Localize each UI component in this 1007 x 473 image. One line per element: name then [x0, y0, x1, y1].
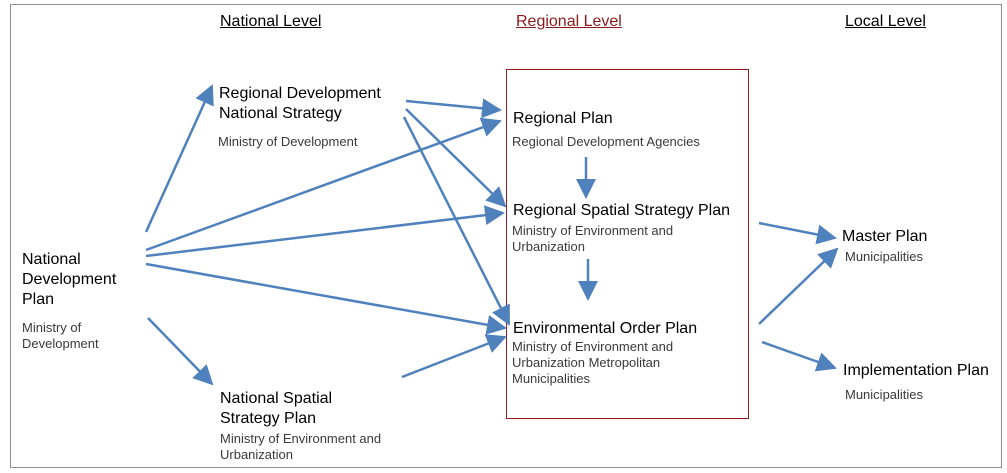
arrow-eop-to-implementation-plan	[761, 340, 837, 372]
arrow-ndp-to-regional-plan	[145, 117, 502, 252]
implementation-plan-title: Implementation Plan	[843, 362, 989, 379]
arrow-ndp-to-rssp	[145, 205, 505, 258]
regional-development-national-strategy-title: Regional Development National Strategy	[219, 85, 381, 122]
master-plan-title: Master Plan	[842, 228, 928, 245]
regional-development-national-strategy-sub: Ministry of Development	[218, 134, 358, 149]
arrow-ndp-to-nssp	[147, 317, 214, 386]
master-plan-sub: Municipalities	[845, 249, 924, 264]
national-spatial-strategy-plan-sub: Ministry of Environment and Urbanization	[220, 431, 382, 462]
regional-spatial-strategy-plan-title: Regional Spatial Strategy Plan	[513, 202, 731, 219]
arrow-rdns-to-eop	[402, 116, 511, 326]
diagram-frame	[10, 4, 1002, 468]
national-development-plan-title: National Development Plan	[22, 251, 117, 308]
heading-national-level: National Level	[220, 13, 322, 30]
arrow-rssp-to-master-plan	[758, 221, 837, 245]
environmental-order-plan-title: Environmental Order Plan	[513, 320, 698, 337]
environmental-order-plan-sub: Ministry of Environment and Urbanization…	[512, 339, 674, 386]
regional-plan-title: Regional Plan	[513, 110, 613, 127]
national-spatial-strategy-plan-title: National Spatial Strategy Plan	[220, 390, 333, 427]
national-development-plan-sub: Ministry of Development	[22, 320, 99, 351]
arrow-eop-to-master-plan	[758, 247, 839, 325]
regional-level-box	[506, 69, 749, 419]
arrow-rdns-to-regional-plan	[405, 98, 502, 119]
heading-regional-level: Regional Level	[516, 13, 622, 30]
arrow-ndp-to-eop	[145, 262, 507, 335]
arrow-rdns-to-rssp	[405, 108, 507, 208]
arrow-ndp-to-rdns	[144, 84, 214, 233]
heading-local-level: Local Level	[845, 13, 926, 30]
implementation-plan-sub: Municipalities	[845, 387, 924, 402]
arrow-nssp-to-eop	[401, 334, 507, 379]
regional-spatial-strategy-plan-sub: Ministry of Environment and Urbanization	[512, 223, 674, 254]
regional-plan-sub: Regional Development Agencies	[512, 134, 700, 149]
